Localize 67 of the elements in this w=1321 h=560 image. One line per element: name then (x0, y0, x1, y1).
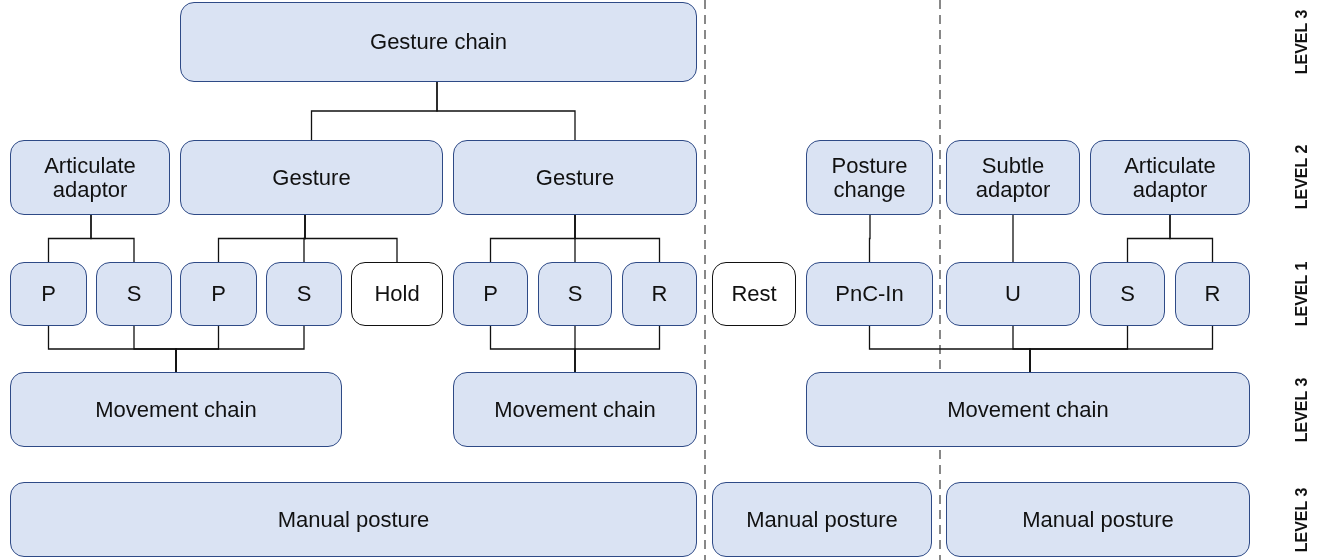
node-label: Movement chain (493, 397, 657, 422)
process-box (946, 140, 1080, 215)
node-label: R (650, 282, 669, 306)
level-label: LEVEL 3 (1293, 377, 1311, 443)
level-label: LEVEL 3 (1293, 9, 1311, 75)
process-box (1090, 140, 1250, 215)
node-label: Gesture (534, 165, 616, 190)
process-box (453, 140, 697, 215)
process-box (806, 140, 933, 215)
process-box (266, 262, 342, 326)
node-label: Gesture (271, 165, 352, 190)
state-box (351, 262, 443, 326)
node-label: S (125, 282, 143, 306)
node-label: P (210, 282, 227, 306)
process-box (10, 482, 697, 557)
node-label: PnC-In (834, 282, 905, 306)
connector-line (1012, 214, 1014, 263)
process-box (180, 2, 697, 82)
process-box (806, 262, 933, 326)
process-box (1090, 262, 1165, 326)
node-label: Subtle adaptor (974, 154, 1052, 201)
node-label: Hold (373, 282, 421, 306)
node-label: P (40, 282, 57, 306)
connector-line (436, 81, 576, 141)
process-box (180, 262, 257, 326)
connector-line (574, 325, 661, 373)
state-box (712, 262, 796, 326)
node-label: Manual posture (1021, 507, 1175, 532)
connector-line (1029, 325, 1214, 373)
node-label: Articulate adaptor (1123, 154, 1217, 201)
node-label: Gesture chain (369, 30, 508, 54)
connector-line (175, 325, 305, 373)
process-box (1175, 262, 1250, 326)
connector-line (1169, 214, 1214, 263)
process-box (622, 262, 697, 326)
node-label: P (482, 282, 499, 306)
node-label: S (295, 282, 313, 306)
level-label: LEVEL 3 (1293, 487, 1311, 553)
process-box (453, 262, 528, 326)
connector-line (574, 214, 661, 263)
node-label: Manual posture (745, 507, 899, 532)
node-label: R (1203, 282, 1222, 306)
process-box (712, 482, 932, 557)
process-box (453, 372, 697, 447)
process-box (180, 140, 443, 215)
node-label: Articulate adaptor (43, 154, 137, 201)
level-label: LEVEL 2 (1293, 144, 1311, 210)
node-label: S (566, 282, 584, 306)
process-box (10, 372, 342, 447)
process-box (96, 262, 172, 326)
connector-line (90, 214, 135, 263)
connector-line (868, 214, 871, 263)
process-box (10, 262, 87, 326)
node-label: Movement chain (946, 397, 1110, 422)
process-box (806, 372, 1250, 447)
process-box (946, 262, 1080, 326)
process-box (538, 262, 612, 326)
connector-line (304, 214, 398, 263)
node-label: Manual posture (276, 507, 431, 532)
level-label: LEVEL 1 (1293, 261, 1311, 327)
process-box (10, 140, 170, 215)
node-label: Movement chain (94, 397, 258, 422)
node-label: Rest (730, 282, 778, 306)
node-label: Posture change (830, 154, 909, 201)
node-label: U (1004, 282, 1022, 306)
node-label: S (1119, 282, 1136, 306)
process-box (946, 482, 1250, 557)
